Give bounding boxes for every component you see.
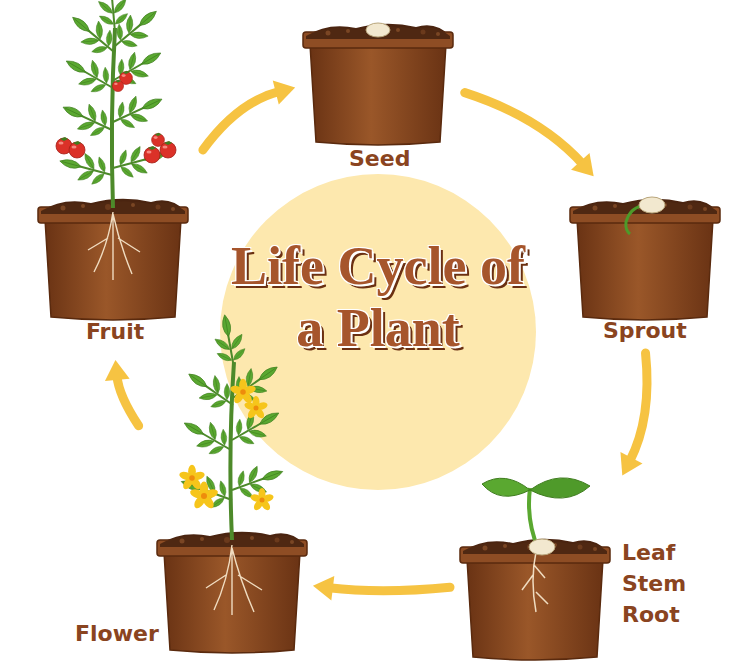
arrow-shaft	[465, 93, 583, 165]
arrow-head	[313, 576, 334, 601]
arrow-shaft	[117, 376, 139, 426]
cycle-arrow	[465, 93, 594, 177]
seed	[639, 197, 665, 213]
stage-node: Sprout	[565, 180, 725, 348]
root	[206, 545, 262, 615]
seed	[529, 539, 555, 555]
stage-label: Sprout	[603, 318, 687, 344]
stage-node: Seed	[300, 20, 460, 178]
root	[88, 212, 140, 280]
fruit-pot	[38, 0, 188, 320]
cycle-arrow	[313, 576, 450, 601]
seedling-pot	[460, 478, 610, 660]
cycle-arrow	[203, 80, 295, 150]
cycle-arrow	[105, 360, 139, 426]
arrow-head	[571, 153, 594, 176]
sprout-pot	[570, 197, 720, 320]
seed-pot	[303, 23, 453, 145]
stage-node: Fruit	[30, 20, 200, 355]
cycle-arrow	[620, 353, 647, 476]
root	[522, 552, 548, 612]
arrow-shaft	[203, 91, 280, 149]
flower-pot	[157, 312, 307, 653]
arrow-shaft	[329, 587, 450, 590]
title-circle	[220, 174, 536, 490]
arrow-head	[620, 452, 642, 475]
stage-label: Flower	[75, 621, 159, 647]
sprout	[626, 206, 642, 234]
stem	[529, 488, 538, 548]
arrow-head	[273, 80, 295, 104]
stage-label: Seed	[349, 146, 410, 172]
stage-label: Leaf Stem Root	[622, 538, 702, 630]
leaf	[530, 478, 590, 498]
arrow-shaft	[630, 353, 647, 461]
diagram-title: Life Cycle of a Plant	[228, 235, 528, 359]
stem	[112, 28, 115, 208]
stage-node: Flower	[70, 430, 308, 655]
stage-label: Fruit	[86, 319, 144, 345]
arrow-head	[105, 360, 130, 381]
stage-node: Leaf Stem Root	[455, 480, 730, 658]
seed	[366, 23, 390, 37]
leaf	[482, 478, 530, 496]
